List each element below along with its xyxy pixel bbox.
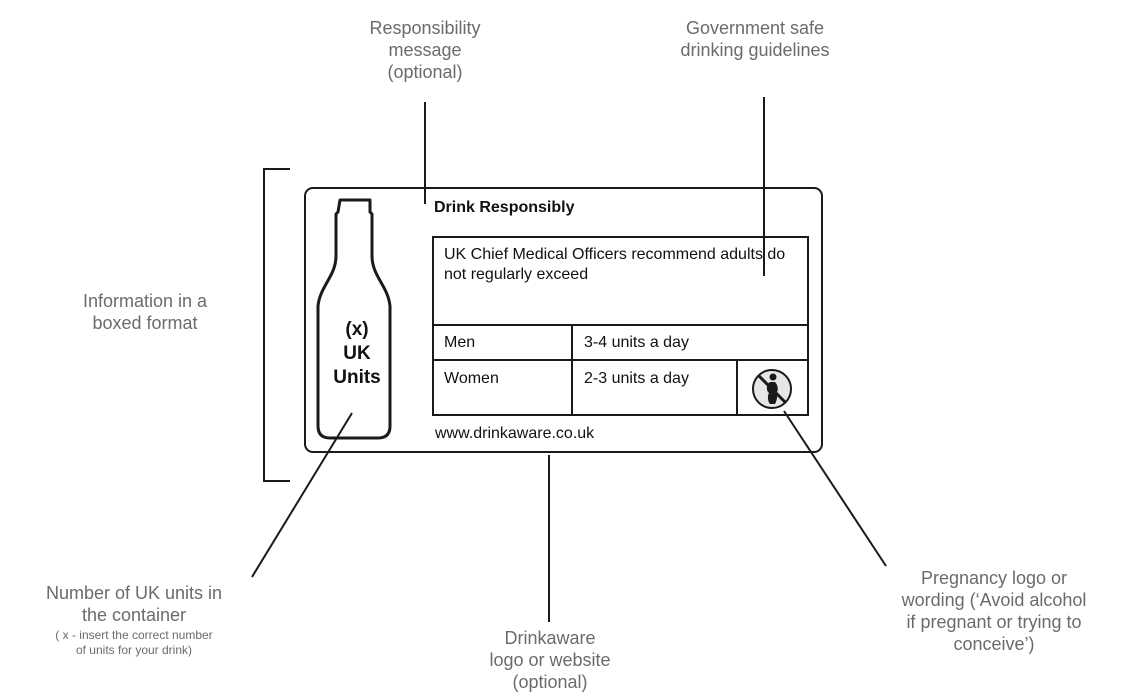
annotation-drinkaware: Drinkaware logo or website (optional) (489, 628, 611, 692)
annotation-units-note: ( x - insert the correct number of units… (55, 628, 213, 657)
label-heading: Drink Responsibly (434, 199, 575, 216)
row-men-label: Men (444, 334, 476, 351)
bracket (263, 168, 290, 482)
row-women-label: Women (444, 370, 499, 387)
bottle-units-text: (x) UK Units (333, 319, 381, 388)
no-drinking-while-pregnant-icon (752, 369, 792, 409)
annotation-boxed-format: Information in a boxed format (82, 291, 208, 333)
bottle-icon (316, 198, 392, 440)
website-text: www.drinkaware.co.uk (435, 425, 595, 442)
cmo-text: UK Chief Medical Officers recommend adul… (444, 246, 786, 283)
annotation-pregnancy: Pregnancy logo or wording (‘Avoid alcoho… (901, 568, 1087, 654)
annotation-guidelines: Government safe drinking guidelines (680, 18, 830, 60)
leader-pregnancy (783, 410, 887, 567)
leader-units (251, 412, 353, 578)
label-box (304, 187, 823, 453)
annotation-units-main: Number of UK units in the container (45, 583, 223, 625)
row-men-units: 3-4 units a day (584, 334, 689, 351)
row-women-units: 2-3 units a day (584, 370, 689, 387)
annotation-responsibility: Responsibility message (optional) (369, 18, 481, 82)
